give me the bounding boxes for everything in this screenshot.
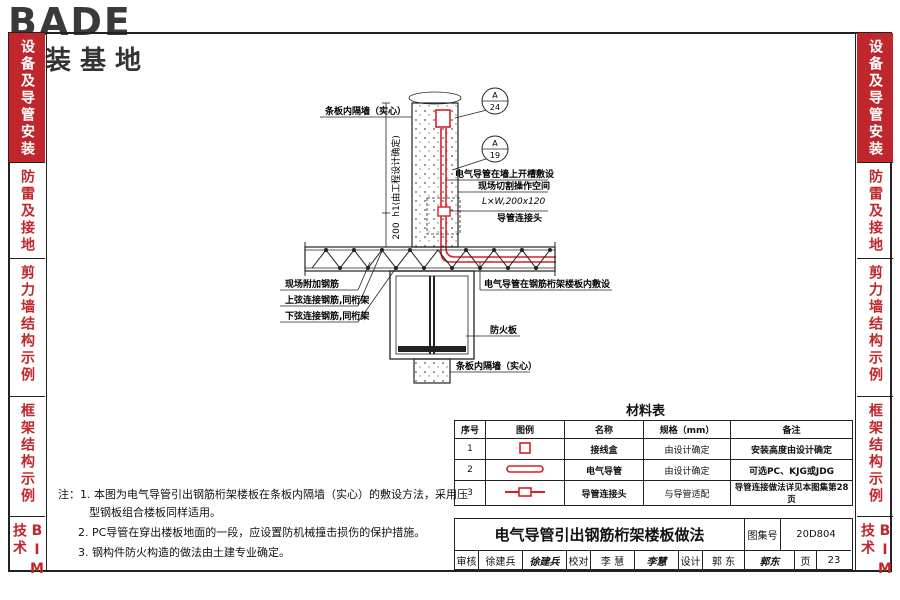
left-chapter-tabs: 设备及导管安装 防雷及接地 剪力墙结构示例 框架结构示例 BIM技术 — [9, 33, 45, 580]
page-number: 23 — [827, 554, 841, 566]
left-tab-lightning[interactable]: 防雷及接地 — [9, 163, 45, 259]
checker-signature: 李慧 — [635, 551, 679, 569]
material-table-title: 材料表 — [626, 404, 666, 419]
table-row: 1 接线盒 由设计确定 安装高度由设计确定 — [454, 438, 853, 460]
label-upper-chord: 上弦连接钢筋,同桁架 — [285, 294, 369, 306]
label-conduit-in-wall: 电气导管在墙上开槽敷设 — [455, 168, 555, 180]
drawing-inner-frame — [46, 32, 856, 572]
label-fireproof: 防火板 — [490, 324, 518, 336]
material-table: 序号 图例 名称 规格（mm） 备注 1 接线盒 由设计确定 安装高度由设计确定… — [454, 420, 853, 506]
note-2: 2. PC导管在穿出楼板地面的一段，应设置防机械撞击损伤的保护措施。 — [78, 526, 426, 539]
right-tab-equipment[interactable]: 设备及导管安装 — [857, 33, 893, 163]
left-tab-shear-wall[interactable]: 剪力墙结构示例 — [9, 259, 45, 397]
checker: 李 慧 — [591, 551, 635, 569]
dim-h1: h1(由工程设计确定) — [390, 135, 402, 216]
right-chapter-tabs: 设备及导管安装 防雷及接地 剪力墙结构示例 框架结构示例 BIM技术 — [857, 33, 893, 580]
svg-text:19: 19 — [490, 151, 500, 160]
conduit-line — [440, 128, 556, 263]
conduit-symbol-icon — [485, 459, 565, 481]
table-row: 3 导管连接头 与导管适配 导管连接做法详见本图集第28页 — [454, 480, 853, 506]
reviewer: 徐建兵 — [479, 551, 523, 569]
lower-partition-wall — [413, 358, 451, 384]
svg-text:A: A — [492, 91, 498, 100]
set-no: 20D804 — [781, 519, 851, 551]
left-tab-bim[interactable]: BIM技术 — [11, 523, 45, 580]
svg-text:A: A — [492, 139, 498, 148]
right-tab-shear-wall[interactable]: 剪力墙结构示例 — [857, 259, 893, 397]
note-1-line-1: 注：1. 本图为电气导管引出钢筋桁架楼板在条板内隔墙（实心）的敷设方法，采用压 — [58, 488, 468, 501]
upper-partition-wall — [411, 102, 459, 248]
label-cut-space: 现场切割操作空间 — [478, 180, 550, 192]
right-tab-lightning[interactable]: 防雷及接地 — [857, 163, 893, 259]
label-added-rebar: 现场附加钢筋 — [285, 278, 339, 290]
left-tab-frame[interactable]: 框架结构示例 — [9, 397, 45, 517]
label-conduit-in-slab: 电气导管在钢筋桁架楼板内敷设 — [484, 278, 611, 290]
left-tab-equipment[interactable]: 设备及导管安装 — [9, 33, 45, 163]
svg-text:24: 24 — [490, 103, 500, 112]
note-1-line-2: 型钢板组合楼板同样适用。 — [89, 506, 221, 519]
dim-200: 200 — [392, 222, 402, 239]
set-no-label: 图集号 — [745, 519, 781, 551]
conduit-joint — [437, 206, 451, 217]
right-tab-frame[interactable]: 框架结构示例 — [857, 397, 893, 517]
designer: 郭 东 — [703, 551, 745, 569]
junction-box — [435, 109, 451, 128]
title-block: 电气导管引出钢筋桁架楼板做法 图集号 20D804 审核 徐建兵 徐建兵 校对 … — [454, 518, 853, 570]
joint-symbol-icon — [485, 480, 565, 506]
truss-slab — [304, 246, 556, 272]
drawing-title: 电气导管引出钢筋桁架楼板做法 — [455, 519, 745, 551]
steel-beam-fireproof — [389, 270, 475, 360]
note-3: 3. 钢构件防火构造的做法由土建专业确定。 — [78, 546, 290, 559]
label-wall-top: 条板内隔墙（实心） — [324, 105, 406, 117]
label-lower-chord: 下弦连接钢筋,同桁架 — [285, 310, 369, 322]
material-table-header: 序号 图例 名称 规格（mm） 备注 — [454, 420, 853, 439]
right-tab-bim[interactable]: BIM技术 — [859, 523, 893, 580]
label-wall-bottom: 条板内隔墙（实心） — [455, 360, 537, 372]
label-joint: 导管连接头 — [497, 212, 542, 224]
reviewer-signature: 徐建兵 — [523, 551, 567, 569]
label-lxw: L×W,200x120 — [482, 197, 546, 207]
table-row: 2 电气导管 由设计确定 可选PC、KJG或JDG — [454, 459, 853, 481]
drawing-frame — [8, 32, 892, 572]
designer-signature: 郭东 — [745, 551, 795, 569]
box-symbol-icon — [485, 438, 565, 460]
